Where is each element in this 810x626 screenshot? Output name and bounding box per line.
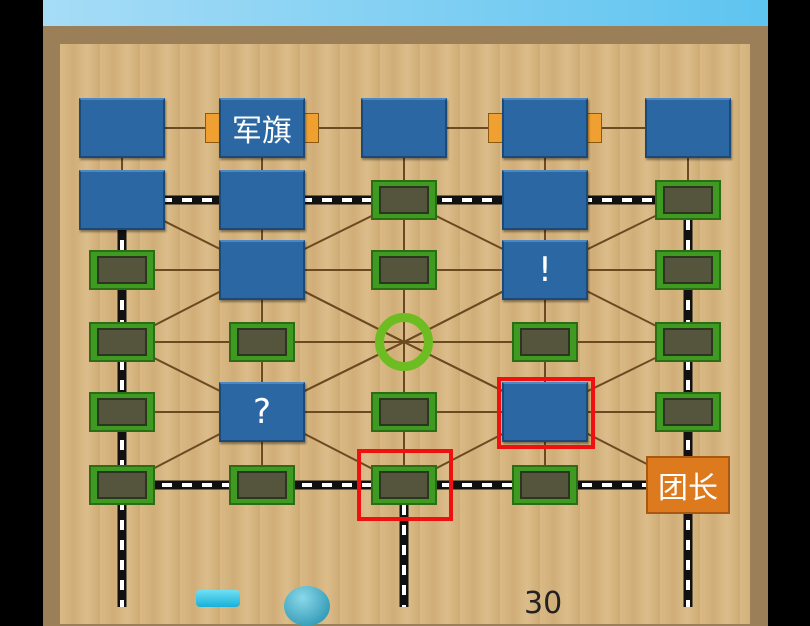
post-empty[interactable] [371, 392, 437, 432]
post-empty[interactable] [89, 392, 155, 432]
post-empty[interactable] [655, 180, 721, 220]
enemy-piece[interactable]: ? [219, 382, 305, 442]
enemy-flag-piece[interactable]: 军旗 [219, 98, 305, 158]
post-empty[interactable] [512, 322, 578, 362]
post-empty[interactable] [229, 465, 295, 505]
enemy-piece[interactable] [502, 382, 588, 442]
player-piece[interactable]: 团长 [646, 456, 730, 514]
enemy-piece[interactable] [502, 170, 588, 230]
piece-label: ! [538, 250, 552, 290]
post-empty[interactable] [89, 250, 155, 290]
selection-highlight [497, 377, 595, 449]
enemy-piece[interactable] [79, 98, 165, 158]
piece-label: ? [252, 392, 272, 432]
post-empty[interactable] [655, 392, 721, 432]
sphere-icon[interactable] [284, 586, 330, 626]
post-empty[interactable] [89, 322, 155, 362]
top-status-bar [43, 0, 768, 26]
camp-empty[interactable] [375, 313, 433, 371]
post-empty[interactable] [371, 180, 437, 220]
post-empty[interactable] [512, 465, 578, 505]
post-empty[interactable] [371, 465, 437, 505]
enemy-piece[interactable] [361, 98, 447, 158]
enemy-piece[interactable] [645, 98, 731, 158]
post-empty[interactable] [655, 322, 721, 362]
enemy-piece[interactable]: ! [502, 240, 588, 300]
piece-label: 军旗 [232, 114, 292, 149]
post-empty[interactable] [655, 250, 721, 290]
post-empty[interactable] [89, 465, 155, 505]
enemy-piece[interactable] [219, 240, 305, 300]
piece-label: 团长 [658, 471, 718, 506]
move-counter: 30 [524, 586, 563, 621]
post-empty[interactable] [229, 322, 295, 362]
post-empty[interactable] [371, 250, 437, 290]
enemy-piece[interactable] [79, 170, 165, 230]
enemy-piece[interactable] [502, 98, 588, 158]
enemy-piece[interactable] [219, 170, 305, 230]
selection-highlight [357, 449, 453, 521]
list-icon[interactable] [196, 590, 240, 607]
